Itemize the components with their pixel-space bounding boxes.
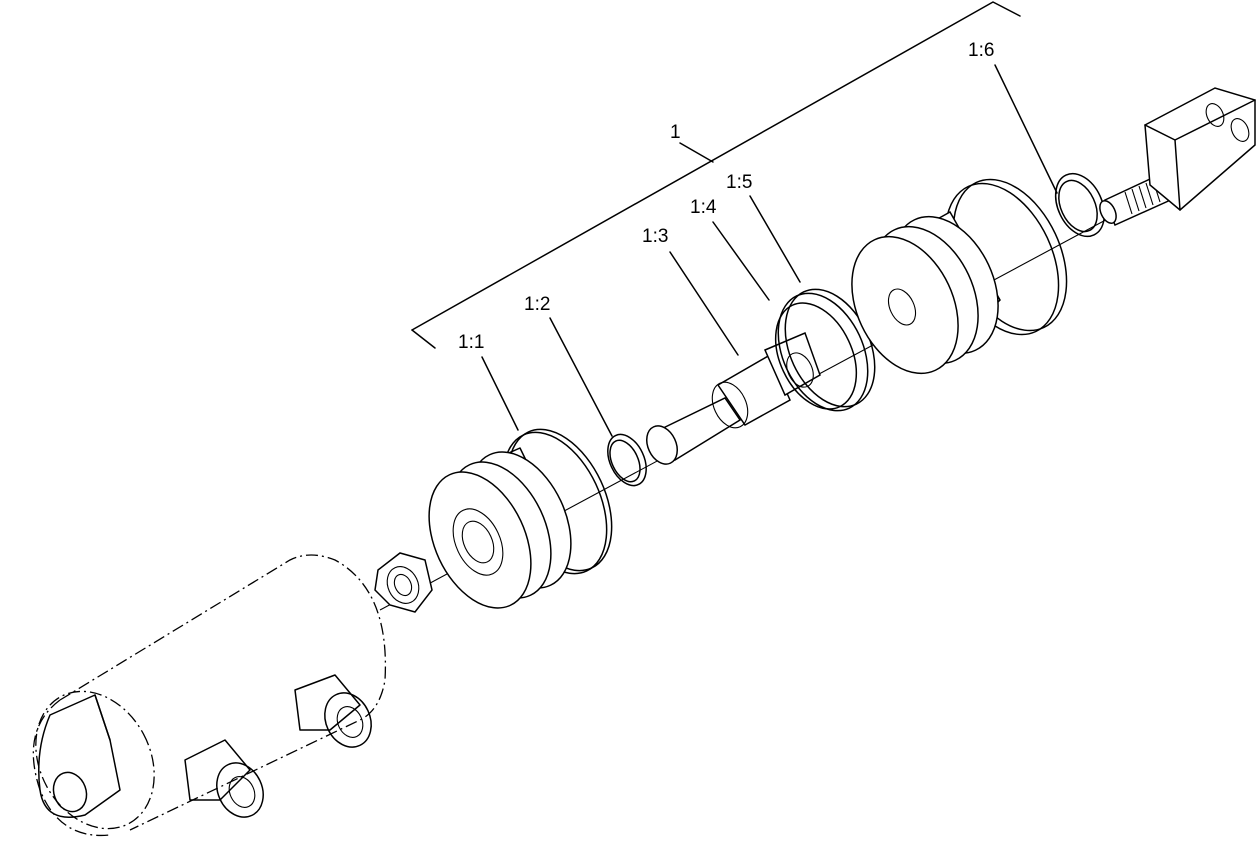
assembly-label: 1 — [670, 122, 681, 143]
leader-1-4 — [712, 221, 770, 301]
leader-lines — [481, 64, 1058, 437]
hex-nut — [374, 552, 433, 613]
o-ring-1-6 — [1054, 172, 1106, 238]
clevis-rod — [1099, 87, 1256, 227]
callout-1-3: 1:3 — [642, 226, 668, 247]
assembly-bracket — [411, 1, 1021, 349]
leader-1-2 — [549, 317, 613, 437]
callout-1-4: 1:4 — [690, 197, 717, 218]
piston-front-1-1 — [428, 428, 613, 609]
callout-1-1: 1:1 — [458, 332, 484, 353]
callout-1-6: 1:6 — [968, 40, 994, 61]
callout-labels: 1 1:1 1:2 1:3 1:4 1:5 1:6 — [458, 40, 994, 353]
cylinder-housing — [32, 554, 387, 837]
o-ring-1-2 — [607, 433, 647, 487]
leader-1-1 — [481, 356, 519, 431]
piston-rear — [851, 178, 1068, 375]
leader-1-5 — [749, 195, 801, 283]
leader-1-6 — [994, 64, 1058, 194]
callout-1-5: 1:5 — [726, 172, 752, 193]
shaft-1-3 — [646, 331, 821, 465]
callout-1-2: 1:2 — [524, 294, 550, 315]
leader-1-3 — [669, 251, 739, 356]
